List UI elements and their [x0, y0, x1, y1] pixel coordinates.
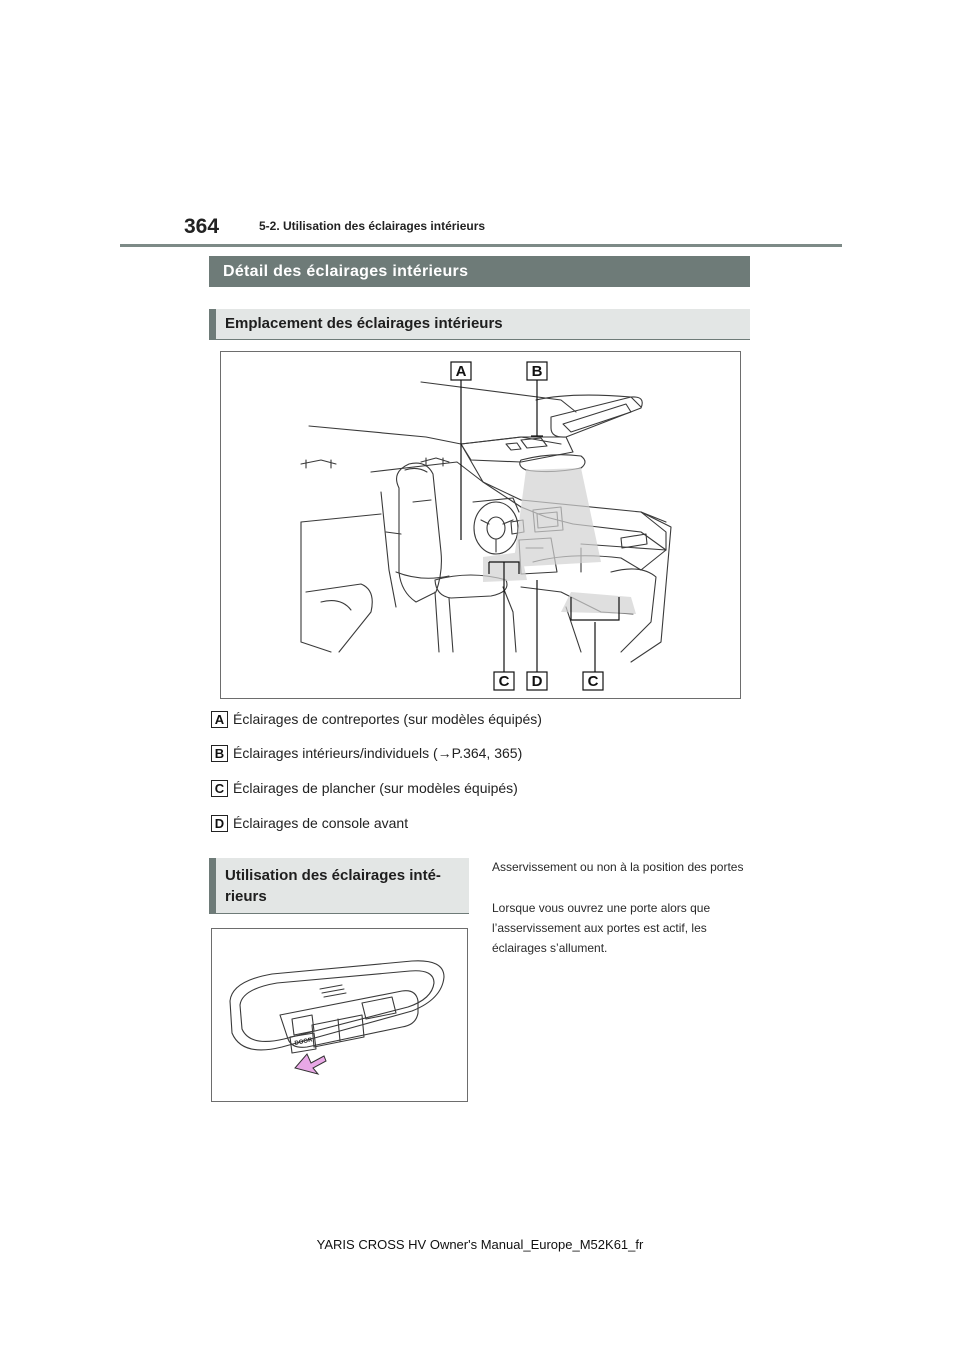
callout-label-b: B [526, 361, 548, 381]
description-title: Asservissement ou non à la position des … [492, 860, 744, 874]
callout-label-c: C [493, 671, 515, 691]
callout-text-b: B [532, 363, 543, 380]
legend-badge: A [211, 711, 228, 728]
legend-badge: B [211, 745, 228, 762]
page-number: 364 [184, 215, 220, 238]
overhead-console-illustration: DOOR [229, 960, 445, 1075]
legend-text: Éclairages intérieurs/individuels (→P.36… [233, 745, 523, 761]
callout-text-c: C [499, 673, 510, 690]
legend-badge: C [211, 780, 228, 797]
subsection-heading-line: Utilisation des éclairages inté- [225, 867, 441, 884]
callout-text-d: D [532, 673, 543, 690]
callout-label-d: D [526, 671, 548, 691]
door-button-label: DOOR [294, 1037, 314, 1047]
press-arrow-icon [294, 1053, 327, 1075]
callout-label-a: A [450, 361, 472, 381]
main-heading: Détail des éclairages intérieurs [209, 256, 750, 287]
interior-lights-location-figure: A B C D C [220, 351, 741, 699]
door-switch-figure: DOOR [211, 928, 468, 1102]
header-divider [120, 244, 842, 247]
subsection-heading-line: rieurs [225, 888, 267, 905]
legend-text: Éclairages de console avant [233, 815, 409, 831]
subsection-heading-usage: Utilisation des éclairages inté- rieurs [209, 858, 469, 914]
subsection-heading-location: Emplacement des éclairages intérieurs [209, 309, 750, 340]
description-body: Lorsque vous ouvrez une porte alors que … [492, 901, 711, 955]
callout-label-c-2: C [582, 671, 604, 691]
car-interior-illustration: A B C D C [300, 361, 672, 691]
legend-text: Éclairages de plancher (sur modèles équi… [233, 780, 518, 796]
section-title: 5-2. Utilisation des éclairages intérieu… [259, 219, 486, 233]
light-beam [513, 468, 601, 567]
footer-text: YARIS CROSS HV Owner's Manual_Europe_M52… [316, 1237, 644, 1252]
light-beam [483, 552, 527, 582]
callout-text-c-2: C [588, 673, 599, 690]
legend-text: Éclairages de contreportes (sur modèles … [233, 711, 542, 727]
light-beam [561, 592, 636, 614]
callout-text-a: A [456, 363, 467, 380]
legend-badge: D [211, 815, 228, 832]
